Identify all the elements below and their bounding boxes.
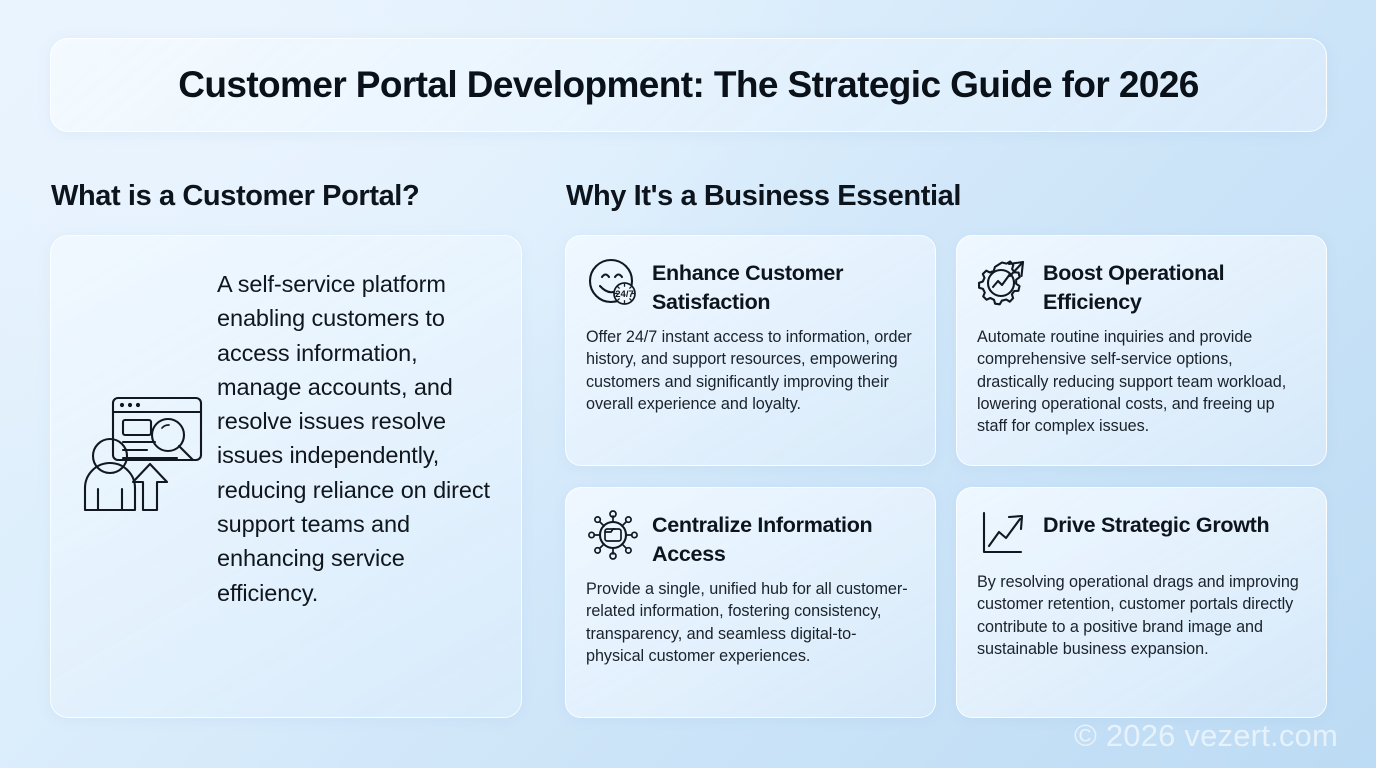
feature-card-header: Drive Strategic Growth [977, 510, 1304, 562]
feature-card-boost-operational-efficiency: Boost Operational Efficiency Automate ro… [956, 235, 1327, 466]
feature-card-enhance-customer-satisfaction: 24/7 Enhance Customer Satisfaction Offer… [565, 235, 936, 466]
growth-chart-arrow-icon [977, 508, 1031, 562]
badge-24-7-label: 24/7 [615, 289, 634, 300]
definition-body-text: A self-service platform enabling custome… [217, 271, 490, 606]
feature-card-body: Offer 24/7 instant access to information… [586, 328, 912, 413]
feature-card-header: 24/7 Enhance Customer Satisfaction [586, 258, 913, 317]
feature-card-body: By resolving operational drags and impro… [977, 573, 1299, 658]
feature-card-drive-strategic-growth: Drive Strategic Growth By resolving oper… [956, 487, 1327, 718]
watermark-copyright: © 2026 vezert.com [1073, 718, 1338, 753]
feature-card-body: Provide a single, unified hub for all cu… [586, 580, 908, 665]
feature-card-title: Drive Strategic Growth [1043, 513, 1270, 537]
section-heading-what-is-a-customer-portal: What is a Customer Portal? [51, 180, 420, 212]
feature-card-body: Automate routine inquiries and provide c… [977, 328, 1287, 436]
section-heading-why-business-essential: Why It's a Business Essential [566, 180, 961, 212]
user-browser-search-icon [67, 376, 217, 526]
feature-card-title: Enhance Customer Satisfaction [652, 261, 844, 314]
feature-card-centralize-information-access: Centralize Information Access Provide a … [565, 487, 936, 718]
feature-card-header: Centralize Information Access [586, 510, 913, 569]
gear-growth-arrow-icon [977, 256, 1031, 310]
header-card: Customer Portal Development: The Strateg… [50, 38, 1327, 132]
page-title: Customer Portal Development: The Strateg… [178, 64, 1199, 105]
feature-card-grid: 24/7 Enhance Customer Satisfaction Offer… [565, 235, 1327, 718]
feature-card-header: Boost Operational Efficiency [977, 258, 1304, 317]
definition-card: A self-service platform enabling custome… [50, 235, 522, 718]
feature-card-title: Centralize Information Access [652, 513, 873, 566]
smiley-24-7-icon: 24/7 [586, 256, 640, 310]
network-hub-folder-icon [586, 508, 640, 562]
feature-card-title: Boost Operational Efficiency [1043, 261, 1225, 314]
